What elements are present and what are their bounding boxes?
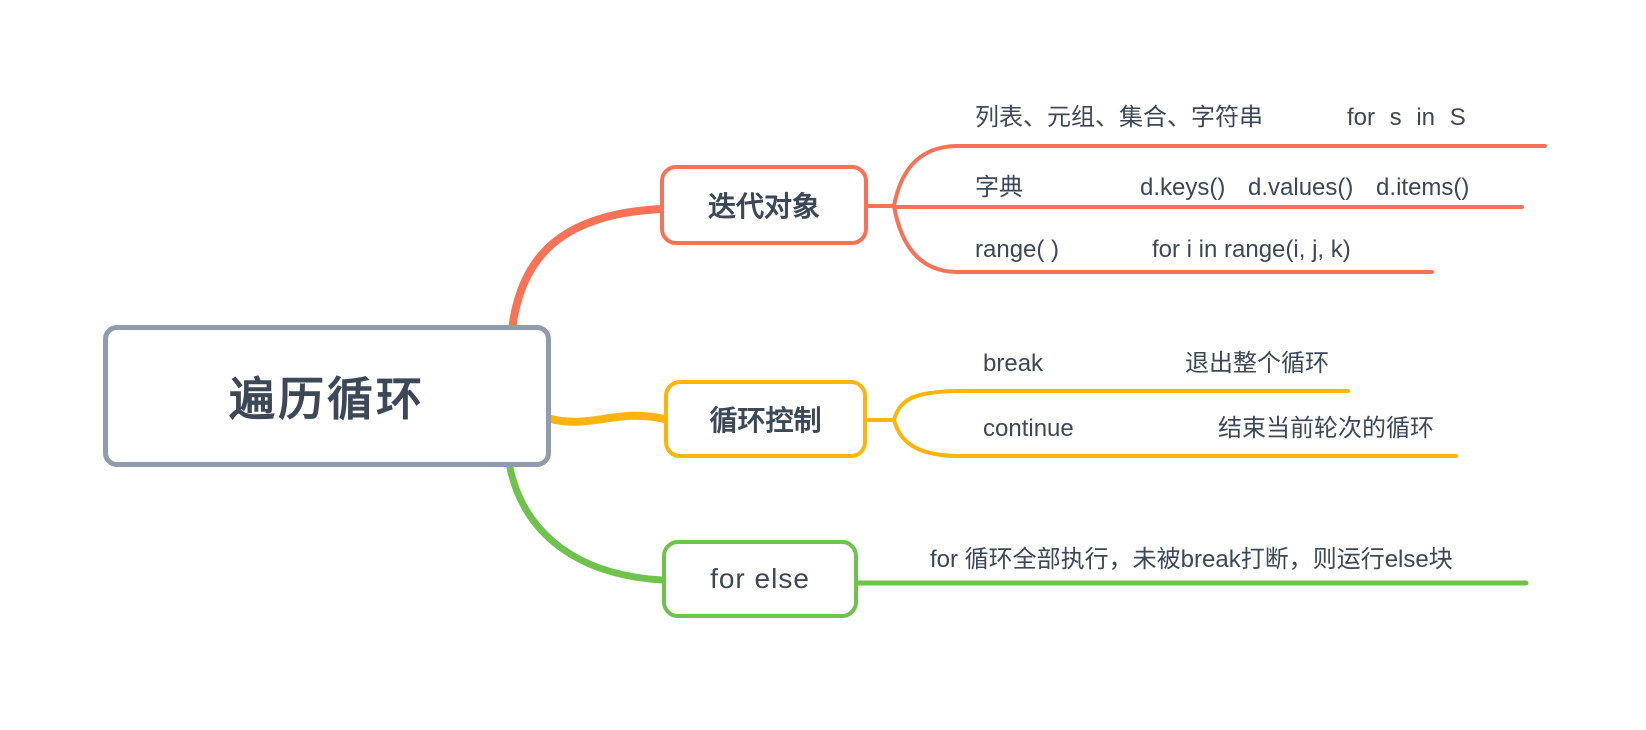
leaf-loop-control-row2-term[interactable]: continue: [983, 415, 1074, 442]
edge-root-to-loop-control: [547, 411, 668, 426]
underline-loop-control-row2: [892, 418, 1458, 458]
leaf-iterables-row2-term[interactable]: 字典: [975, 174, 1023, 201]
leaf-iterables-row2-code[interactable]: d.keys() d.values() d.items(): [1140, 174, 1470, 201]
root-topic-label: 遍历循环: [229, 373, 425, 425]
branch-topic-loop-control[interactable]: 循环控制: [664, 380, 867, 458]
leaf-iterables-row1-term[interactable]: 列表、元组、集合、字符串: [975, 104, 1263, 131]
branch-topic-iterables-label: 迭代对象: [707, 191, 820, 222]
leaf-iterables-row1-code[interactable]: for s in S: [1347, 104, 1466, 131]
branch-topic-for-else[interactable]: for else: [662, 540, 858, 618]
underline-loop-control-row1: [892, 389, 1350, 422]
leaf-for-else-row1-desc[interactable]: for 循环全部执行，未被break打断，则运行else块: [930, 546, 1453, 573]
leaf-iterables-row3-term[interactable]: range( ): [975, 236, 1060, 263]
root-topic[interactable]: 遍历循环: [103, 325, 551, 467]
leaf-loop-control-row2-desc[interactable]: 结束当前轮次的循环: [1218, 415, 1434, 442]
leaf-iterables-row3-code[interactable]: for i in range(i, j, k): [1152, 236, 1351, 263]
branch-topic-loop-control-label: 循环控制: [709, 405, 822, 436]
edge-root-to-iterables: [508, 205, 666, 334]
leaf-loop-control-row1-term[interactable]: break: [983, 350, 1044, 377]
underline-iterables-row1: [892, 144, 1547, 208]
underline-iterables-row3: [892, 204, 1434, 274]
branch-topic-iterables[interactable]: 迭代对象: [660, 165, 868, 245]
branch-topic-for-else-label: for else: [710, 563, 810, 594]
leaf-loop-control-row1-desc[interactable]: 退出整个循环: [1185, 350, 1329, 377]
edge-root-to-for-else: [505, 459, 666, 584]
